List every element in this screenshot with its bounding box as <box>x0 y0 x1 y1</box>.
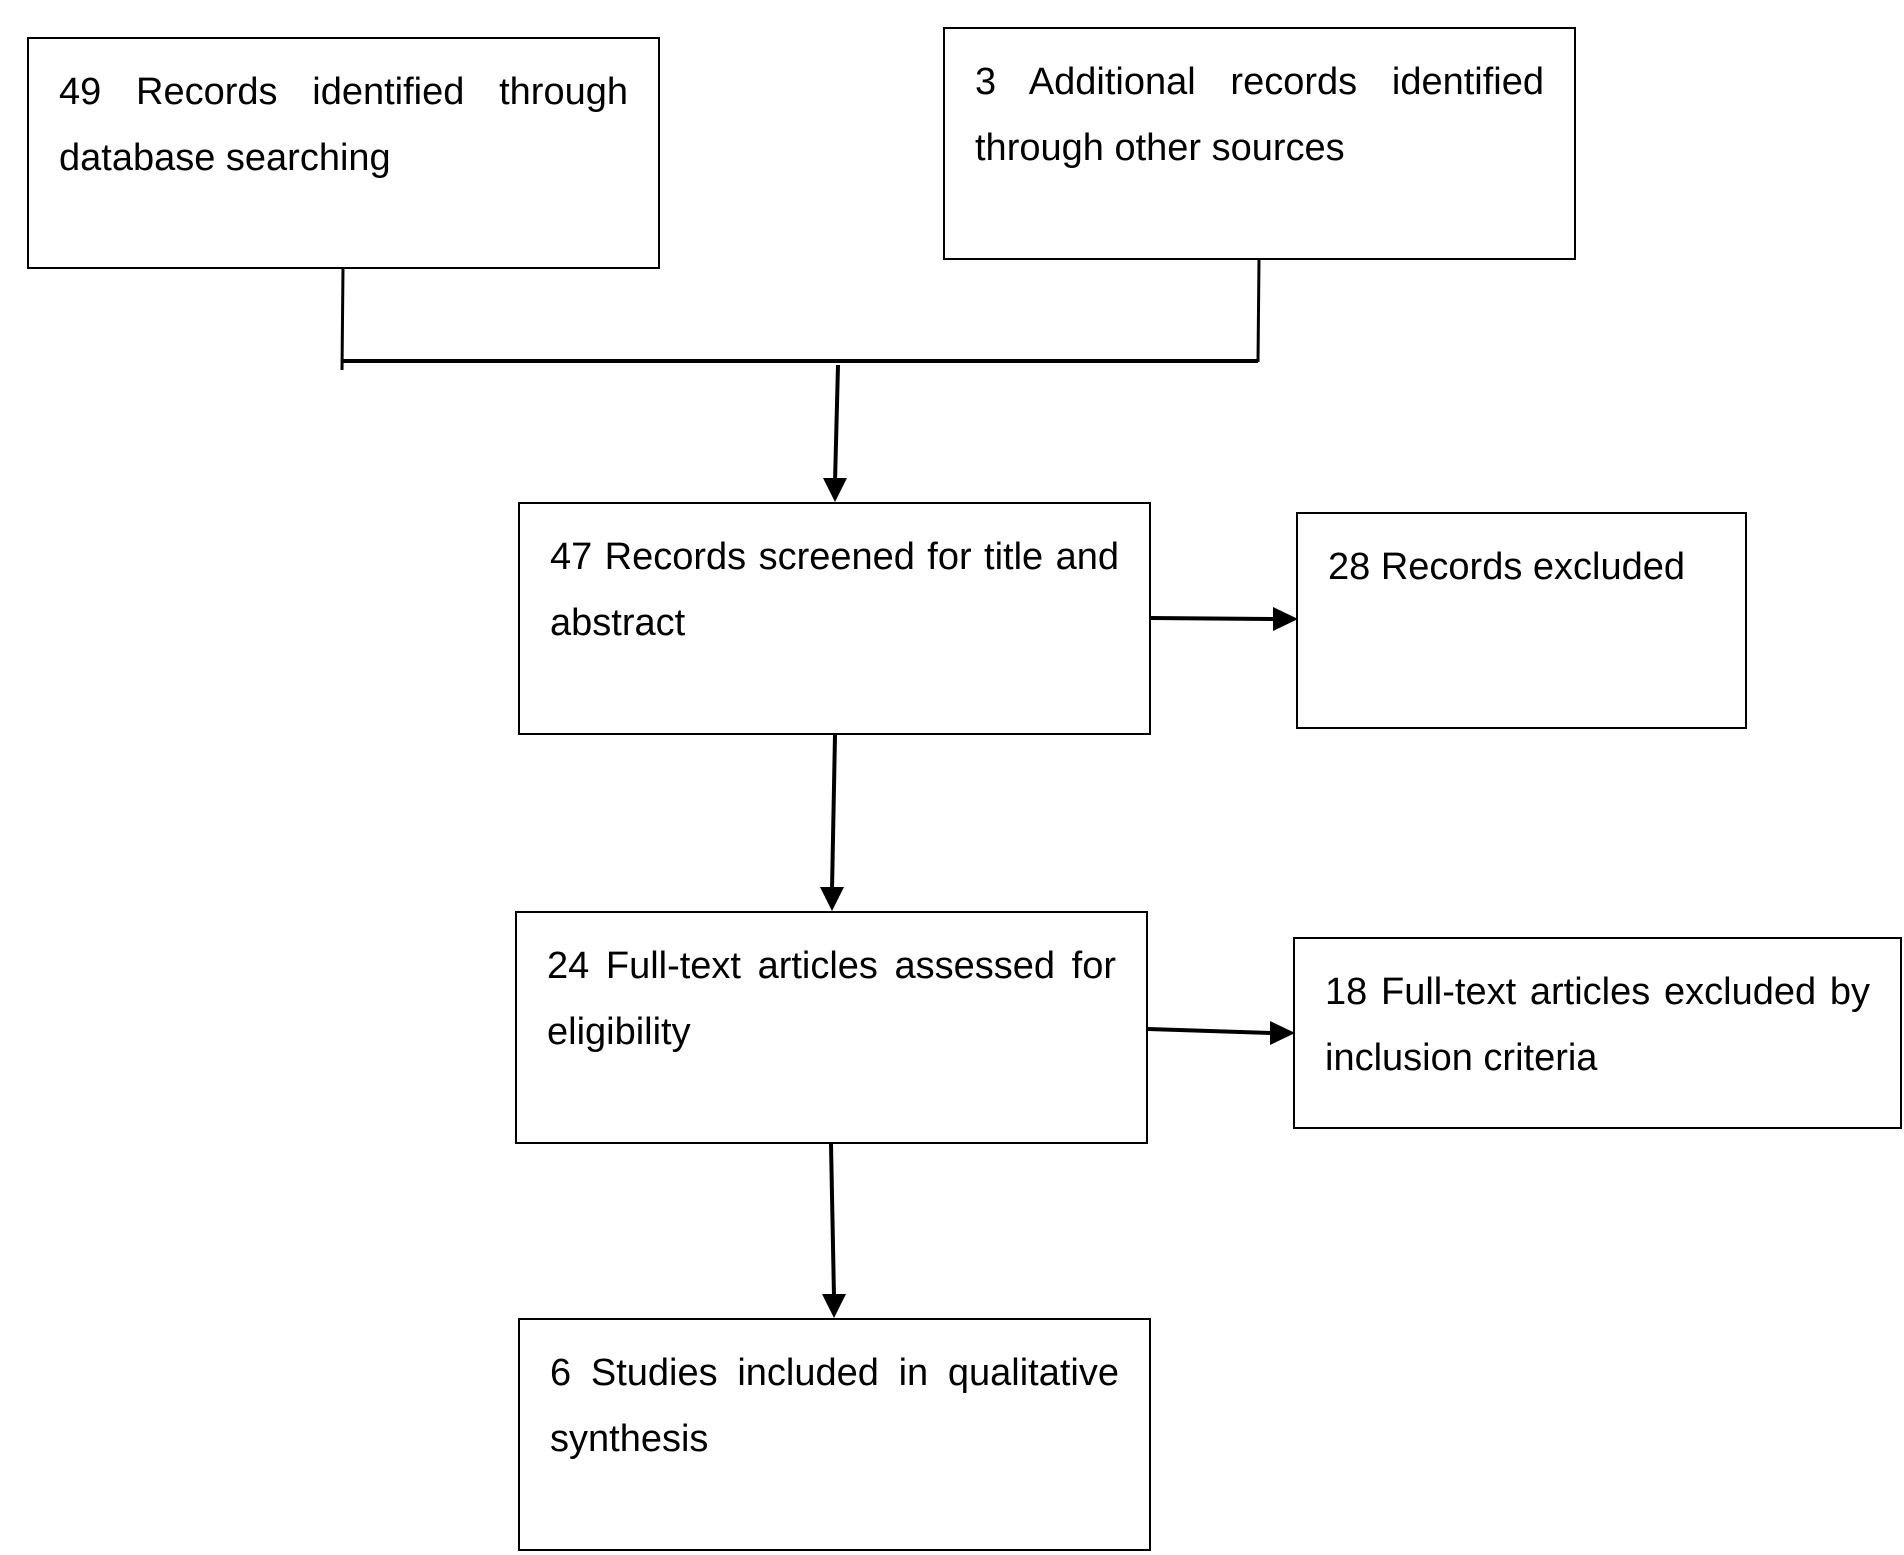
box-full-text-excluded: 18 Full-text articles excluded by inclus… <box>1293 937 1902 1129</box>
arrow-to-excluded-records <box>1149 616 1276 621</box>
arrowhead-to-full-text-excluded <box>1270 1021 1295 1045</box>
connector-left-drop <box>340 267 345 371</box>
arrowhead-to-excluded-records <box>1273 607 1298 631</box>
arrow-to-screened <box>833 364 840 483</box>
arrow-to-full-text <box>830 734 837 891</box>
box-included: 6 Studies included in qualitative synthe… <box>518 1318 1151 1551</box>
connector-right-drop <box>1256 258 1261 363</box>
arrow-to-included <box>829 1143 836 1298</box>
box-other-sources-text: 3 Additional records identified through … <box>975 61 1544 169</box>
box-excluded-records: 28 Records excluded <box>1296 512 1747 729</box>
box-full-text-assessed-text: 24 Full-text articles assessed for eligi… <box>547 945 1116 1053</box>
box-other-sources: 3 Additional records identified through … <box>943 27 1576 260</box>
box-full-text-excluded-text: 18 Full-text articles excluded by inclus… <box>1325 971 1870 1079</box>
box-database-search: 49 Records identified through database s… <box>27 37 660 269</box>
arrowhead-to-screened <box>823 478 847 502</box>
arrow-to-full-text-excluded <box>1147 1027 1273 1035</box>
box-database-search-text: 49 Records identified through database s… <box>59 71 628 179</box>
box-screened: 47 Records screened for title and abstra… <box>518 502 1151 735</box>
box-full-text-assessed: 24 Full-text articles assessed for eligi… <box>515 911 1148 1144</box>
box-included-text: 6 Studies included in qualitative synthe… <box>550 1352 1119 1460</box>
box-screened-text: 47 Records screened for title and abstra… <box>550 536 1119 644</box>
arrowhead-to-full-text <box>820 887 844 911</box>
box-excluded-records-text: 28 Records excluded <box>1328 546 1685 588</box>
arrowhead-to-included <box>822 1294 846 1318</box>
